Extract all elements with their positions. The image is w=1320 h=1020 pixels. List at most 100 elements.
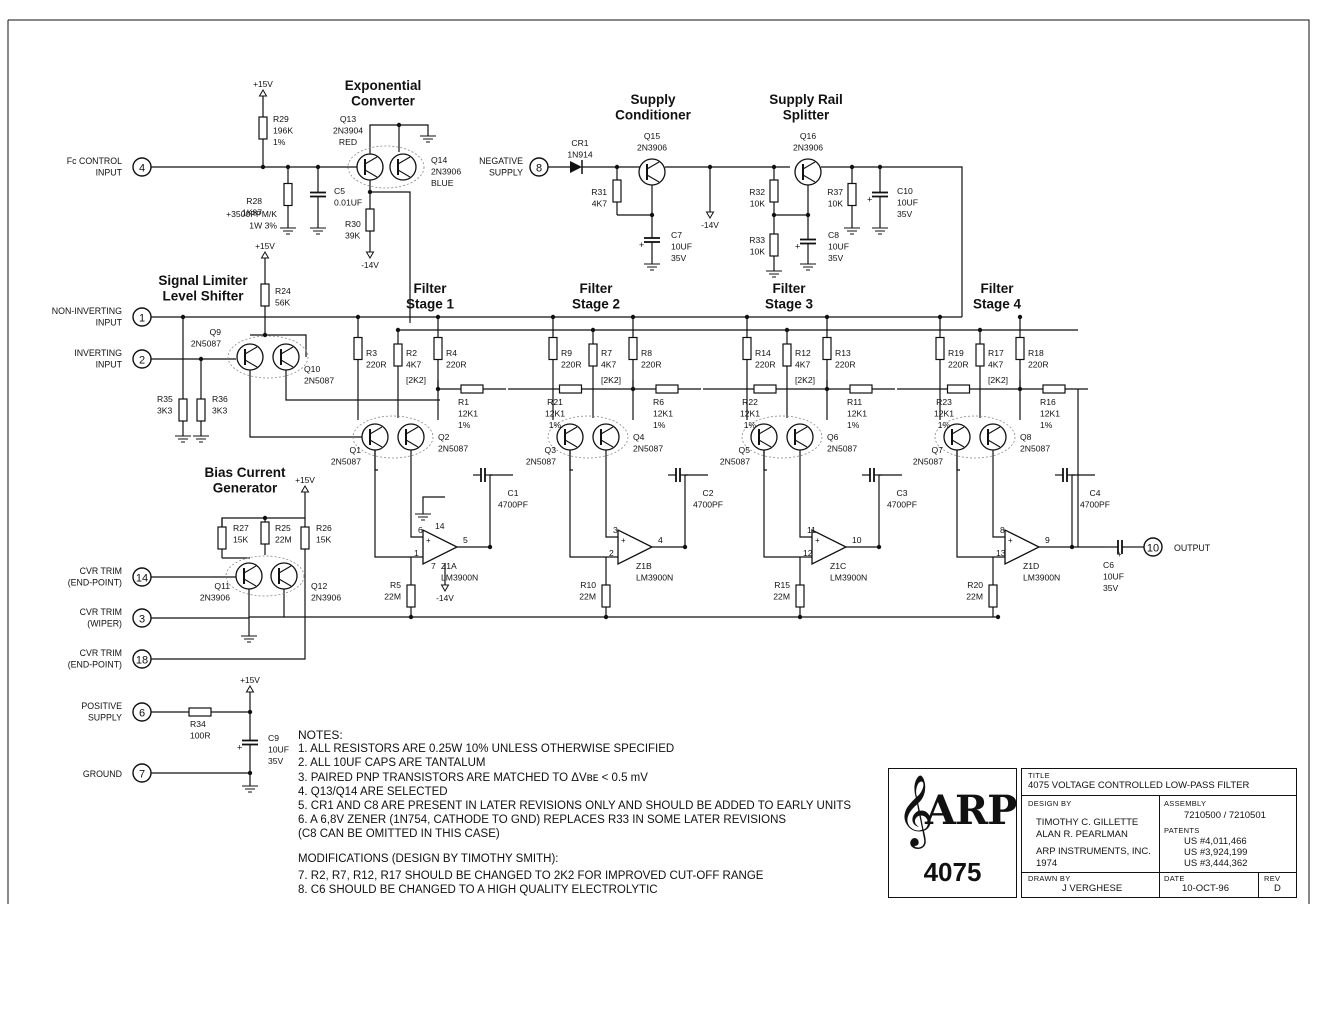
pin-number: 3 (139, 613, 145, 625)
label: R27 (233, 523, 249, 533)
op-amp (1004, 528, 1041, 566)
label: 3K3 (157, 406, 173, 416)
label: Fc CONTROL (67, 156, 122, 166)
label: R18 (1028, 348, 1044, 358)
resistor (769, 179, 779, 203)
label: Z1B (636, 561, 652, 571)
junction-dot (937, 314, 943, 320)
resistor (283, 182, 293, 207)
note-item: 1. ALL RESISTORS ARE 0.25W 10% UNLESS OT… (298, 743, 675, 756)
section-title: Stage 2 (572, 297, 620, 312)
junction-dot (260, 164, 266, 170)
label: 220R (948, 360, 969, 370)
label: 12K1 (458, 409, 478, 419)
label: +15V (240, 675, 260, 685)
label: CVR TRIM (80, 607, 122, 617)
label: 2N3906 (431, 167, 461, 177)
junction-dot (367, 189, 373, 195)
label: 8 (1000, 525, 1005, 535)
matched-pair-outline (547, 415, 629, 459)
pin-number: 6 (139, 707, 145, 719)
label: C7 (671, 230, 682, 240)
label: 1% (549, 420, 562, 430)
transistor-lead (244, 346, 258, 355)
resistor (601, 584, 611, 608)
section-title: Filter (579, 281, 613, 296)
resistor (975, 343, 985, 367)
label: CVR TRIM (80, 648, 122, 658)
op-amp (617, 528, 654, 566)
label: 2N3906 (637, 143, 667, 153)
parts (132, 89, 1163, 793)
label: 35V (268, 756, 284, 766)
op-amp (422, 528, 459, 566)
label: 2N3906 (200, 593, 230, 603)
label: 220R (755, 360, 776, 370)
wire (285, 370, 440, 401)
assembly-number: 7210500 / 7210501 (1184, 810, 1266, 821)
label: Z1D (1023, 561, 1039, 571)
junction-dot (396, 122, 402, 128)
label: 2N5087 (526, 457, 556, 467)
transistor-lead (243, 565, 257, 574)
junction-dot (198, 356, 204, 362)
label: [2K2] (795, 375, 815, 385)
transistor-lead (278, 565, 292, 574)
junction-dot (550, 314, 556, 320)
label: 7 (431, 561, 436, 571)
wire (151, 558, 306, 660)
transistor (592, 423, 620, 451)
connector-pin (132, 649, 152, 669)
note-item: 5. CR1 AND C8 ARE PRESENT IN LATER REVIS… (298, 800, 852, 813)
label: +15V (253, 79, 273, 89)
transistor (272, 343, 300, 371)
label: [2K2] (601, 375, 621, 385)
resistor (365, 208, 375, 232)
wire (878, 474, 902, 547)
patent: US #3,924,199 (1184, 847, 1248, 858)
transistor (356, 153, 384, 181)
junction-dot (1017, 386, 1023, 392)
transistor-lead (646, 161, 660, 170)
title-label: TITLE (1028, 771, 1050, 780)
resistor (946, 384, 971, 394)
label: +3500PPM/K (226, 209, 277, 219)
label: 39K (345, 231, 361, 241)
transistor-lead (397, 156, 411, 165)
diode (570, 161, 582, 173)
pin-number: 8 (536, 162, 542, 174)
label: R31 (591, 187, 607, 197)
label: 4K7 (406, 360, 422, 370)
label: 2N5087 (331, 457, 361, 467)
transistor-lead (369, 426, 383, 435)
label: + (426, 536, 431, 545)
label: R8 (641, 348, 652, 358)
label: 2N3906 (311, 593, 341, 603)
resistor (300, 526, 310, 550)
label: R30 (345, 219, 361, 229)
drawing-title: 4075 VOLTAGE CONTROLLED LOW-PASS FILTER (1028, 780, 1250, 791)
label: [2K2] (406, 375, 426, 385)
logo-box: 𝄞 ARP 4075 (888, 768, 1017, 898)
label: Q2 (438, 432, 450, 442)
label: R3 (366, 348, 377, 358)
label: 1% (847, 420, 860, 430)
junction-dot (682, 544, 688, 550)
designer: TIMOTHY C. GILLETTE (1036, 817, 1139, 828)
transistor (794, 158, 822, 186)
patent: US #3,444,362 (1184, 858, 1248, 869)
pin-number: 7 (139, 768, 145, 780)
section-title: Exponential (345, 78, 422, 93)
label: 4700PF (1080, 500, 1110, 510)
note-item: 4. Q13/Q14 ARE SELECTED (298, 785, 448, 798)
label: 220R (561, 360, 582, 370)
label: 1% (653, 420, 666, 430)
label: 2N3906 (793, 143, 823, 153)
transistor-lead (802, 161, 816, 170)
label: + (815, 536, 820, 545)
transistor (236, 343, 264, 371)
junction-dot (977, 327, 983, 333)
wire (410, 475, 423, 538)
